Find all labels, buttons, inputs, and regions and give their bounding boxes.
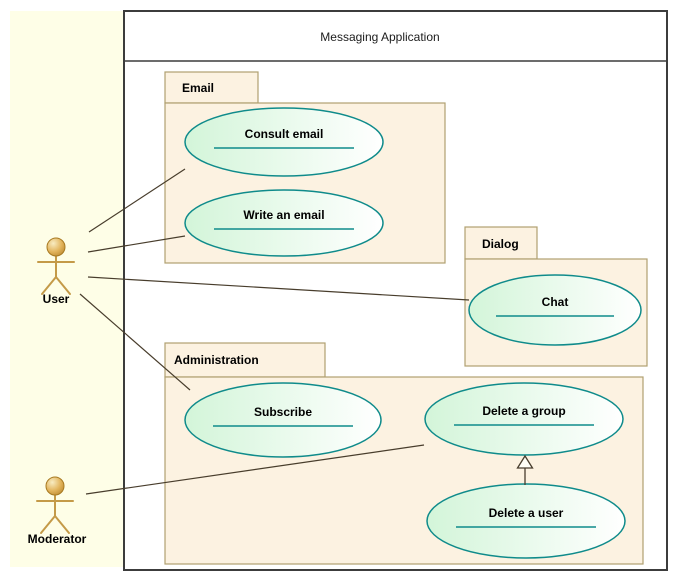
association-user-consult-email[interactable]: [88, 168, 186, 233]
usecase-delete-a-group-label: Delete a group: [482, 404, 565, 418]
usecase-chat-shape[interactable]: [468, 274, 642, 346]
package-email-tab[interactable]: [164, 71, 259, 104]
association-user-subscribe[interactable]: [79, 293, 191, 391]
actor-user[interactable]: User: [37, 237, 75, 306]
usecase-subscribe-label: Subscribe: [254, 405, 312, 419]
actor-user-left-leg: [41, 276, 57, 295]
usecase-delete-a-group-shape[interactable]: [424, 382, 624, 456]
usecase-chat-label: Chat: [542, 295, 569, 309]
actor-moderator-right-leg: [54, 515, 70, 534]
usecase-subscribe-shape[interactable]: [184, 382, 382, 458]
usecase-delete-a-user: Delete a user: [426, 483, 626, 559]
usecase-consult-email: Consult email: [184, 107, 384, 177]
package-dialog-label: Dialog: [482, 237, 519, 251]
package-email-label: Email: [182, 81, 214, 95]
association-user-write-an-email[interactable]: [87, 235, 186, 253]
usecase-write-an-email-shape[interactable]: [184, 189, 384, 257]
actor-user-right-leg: [55, 276, 71, 295]
usecase-subscribe: Subscribe: [184, 382, 382, 458]
actor-user-head: [46, 237, 66, 257]
usecase-consult-email-shape[interactable]: [184, 107, 384, 177]
usecase-delete-a-user-shape[interactable]: [426, 483, 626, 559]
association-user-chat[interactable]: [87, 276, 470, 301]
actor-moderator[interactable]: Moderator: [28, 476, 87, 546]
actor-user-label: User: [43, 292, 70, 306]
usecase-consult-email-label: Consult email: [245, 127, 324, 141]
actor-moderator-left-leg: [40, 515, 56, 534]
package-administration-label: Administration: [174, 353, 259, 367]
generalization-delete-a-user-to-delete-a-group[interactable]: [516, 454, 534, 485]
usecase-delete-a-user-label: Delete a user: [489, 506, 564, 520]
usecase-chat: Chat: [468, 274, 642, 346]
system-boundary-title: Messaging Application: [320, 30, 439, 44]
usecase-write-an-email: Write an email: [184, 189, 384, 257]
actor-moderator-label: Moderator: [28, 532, 87, 546]
package-administration-tab[interactable]: [164, 342, 326, 378]
association-moderator-delete-a-group[interactable]: [85, 444, 425, 495]
generalization-arrowhead-icon: [516, 454, 534, 469]
usecase-write-an-email-label: Write an email: [243, 208, 324, 222]
usecase-delete-a-group: Delete a group: [424, 382, 624, 456]
actor-moderator-head: [45, 476, 65, 496]
